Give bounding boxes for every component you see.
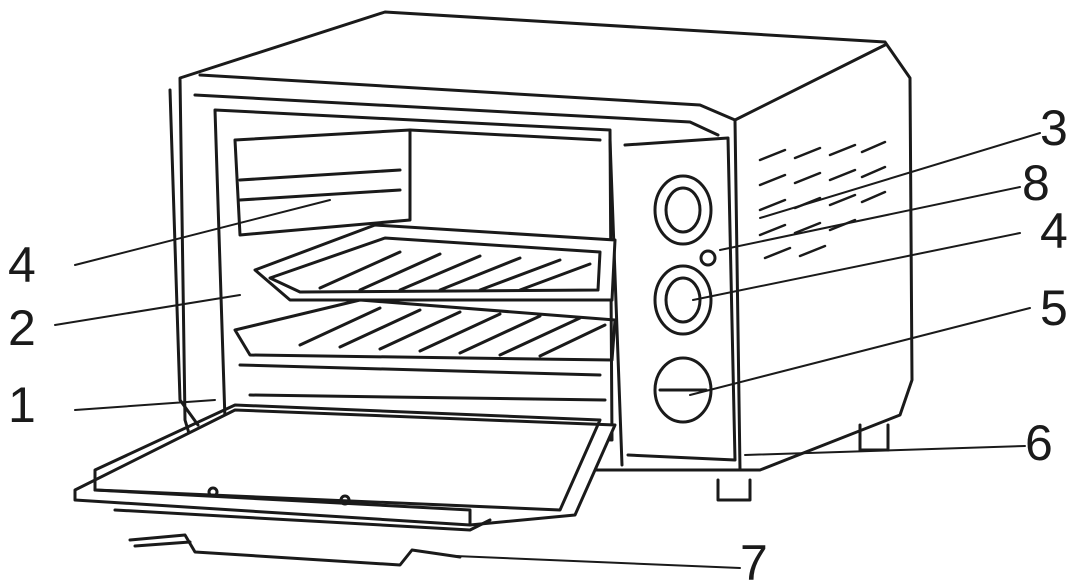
leader-lines <box>54 132 1041 569</box>
callout-label-5: 5 <box>1040 280 1068 336</box>
wire-rack <box>233 298 617 362</box>
callout-label-1: 1 <box>8 377 36 433</box>
callout-label-7: 7 <box>740 535 768 584</box>
indicator-light <box>699 249 717 267</box>
baking-tray <box>253 223 617 302</box>
callout-label-2: 2 <box>8 300 36 356</box>
timer-knob <box>653 174 713 246</box>
callout-label-6: 6 <box>1025 415 1053 471</box>
callout-label-4-left: 4 <box>8 237 36 293</box>
temperature-knob <box>653 264 713 336</box>
oven-door <box>73 403 617 532</box>
oven-cavity <box>213 108 614 442</box>
callout-label-3: 3 <box>1040 100 1068 156</box>
callout-label-4-right: 4 <box>1040 203 1068 259</box>
callout-label-8: 8 <box>1022 155 1050 211</box>
side-vents <box>758 140 887 260</box>
control-panel <box>653 174 717 424</box>
door-handle <box>128 533 462 567</box>
callout-labels: 1 2 3 4 4 5 6 7 8 <box>8 100 1068 584</box>
